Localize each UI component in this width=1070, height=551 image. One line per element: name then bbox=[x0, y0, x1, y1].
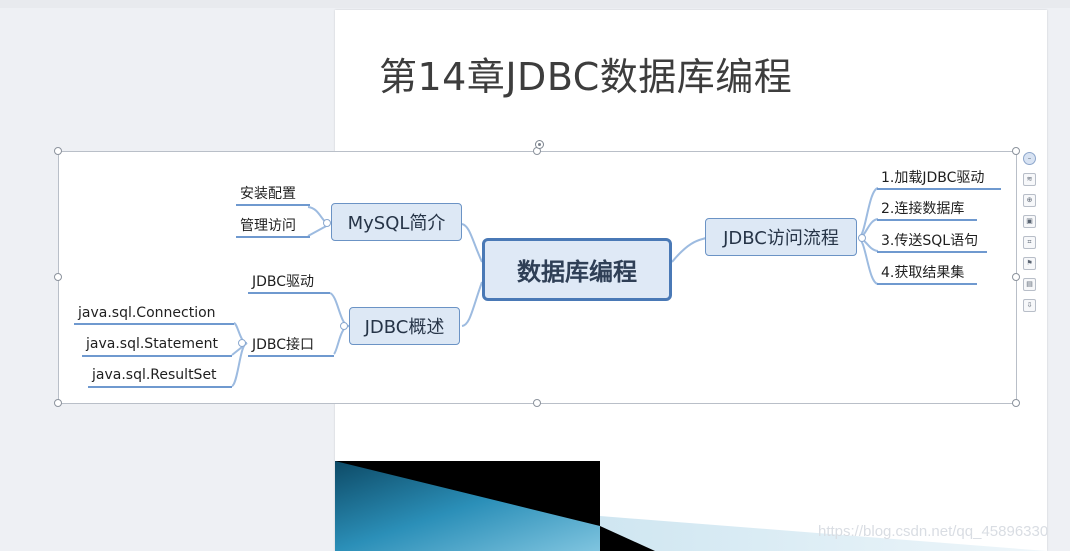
resize-handle-right[interactable] bbox=[1012, 273, 1020, 281]
resize-handle-bottom-left[interactable] bbox=[54, 399, 62, 407]
resize-handle-top-left[interactable] bbox=[54, 147, 62, 155]
rotate-handle[interactable] bbox=[535, 140, 544, 149]
layers-icon[interactable]: ≋ bbox=[1023, 173, 1036, 186]
format-painter-icon[interactable]: ⚑ bbox=[1023, 257, 1036, 270]
top-strip bbox=[0, 0, 1070, 8]
export-icon[interactable]: ⇩ bbox=[1023, 299, 1036, 312]
leaf-java-sql-statement[interactable]: java.sql.Statement bbox=[82, 333, 232, 357]
zoom-in-icon[interactable]: ⊕ bbox=[1023, 194, 1036, 207]
resize-handle-bottom[interactable] bbox=[533, 399, 541, 407]
central-topic[interactable]: 数据库编程 bbox=[482, 238, 672, 301]
crop-icon[interactable]: ⌗ bbox=[1023, 236, 1036, 249]
topic-mysql[interactable]: MySQL简介 bbox=[331, 203, 462, 241]
resize-handle-bottom-right[interactable] bbox=[1012, 399, 1020, 407]
collapse-toggle-mysql[interactable] bbox=[323, 219, 331, 227]
collapse-toggle-jdbc-flow[interactable] bbox=[858, 234, 866, 242]
slide-title[interactable]: 第14章JDBC数据库编程 bbox=[379, 55, 793, 99]
leaf-java-sql-resultset[interactable]: java.sql.ResultSet bbox=[88, 364, 232, 388]
leaf-manage-access[interactable]: 管理访问 bbox=[236, 213, 310, 238]
resize-handle-top-right[interactable] bbox=[1012, 147, 1020, 155]
leaf-jdbc-driver[interactable]: JDBC驱动 bbox=[248, 270, 330, 294]
minimize-icon[interactable]: – bbox=[1023, 152, 1036, 165]
leaf-java-sql-connection[interactable]: java.sql.Connection bbox=[74, 302, 234, 325]
leaf-get-resultset[interactable]: 4.获取结果集 bbox=[877, 261, 977, 285]
slide-decoration bbox=[335, 461, 1047, 551]
watermark: https://blog.csdn.net/qq_45896330 bbox=[818, 523, 1049, 540]
leaf-send-sql[interactable]: 3.传送SQL语句 bbox=[877, 229, 987, 253]
fit-icon[interactable]: ▣ bbox=[1023, 215, 1036, 228]
topic-jdbc-overview[interactable]: JDBC概述 bbox=[349, 307, 460, 345]
leaf-load-driver[interactable]: 1.加载JDBC驱动 bbox=[877, 166, 1001, 190]
collapse-toggle-jdbc-interface[interactable] bbox=[238, 339, 246, 347]
leaf-jdbc-interface[interactable]: JDBC接口 bbox=[248, 333, 334, 357]
leaf-install-config[interactable]: 安装配置 bbox=[236, 182, 310, 206]
topic-jdbc-flow[interactable]: JDBC访问流程 bbox=[705, 218, 857, 256]
resize-handle-left[interactable] bbox=[54, 273, 62, 281]
side-toolbar: – ≋ ⊕ ▣ ⌗ ⚑ ▤ ⇩ bbox=[1023, 152, 1037, 320]
leaf-connect-db[interactable]: 2.连接数据库 bbox=[877, 197, 977, 221]
copy-style-icon[interactable]: ▤ bbox=[1023, 278, 1036, 291]
collapse-toggle-jdbc-overview[interactable] bbox=[340, 322, 348, 330]
